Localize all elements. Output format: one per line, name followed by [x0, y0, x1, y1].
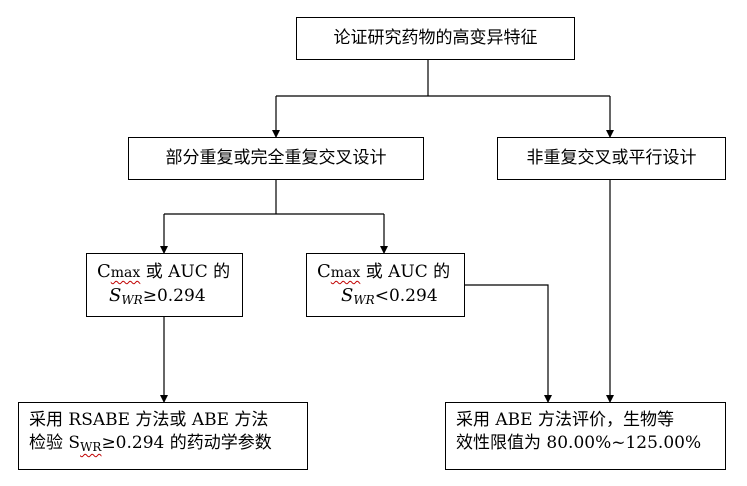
node-demonstrate-high-variability-label: 论证研究药物的高变异特征: [333, 28, 538, 49]
swr-lt-c: C: [317, 261, 331, 282]
swr-lt-max: max: [330, 265, 361, 281]
swr-lt-wr: WR: [353, 293, 375, 308]
swr-ge-c: C: [97, 261, 111, 282]
rsabe-line2-pre: 检验 S: [29, 432, 81, 453]
swr-lt-line2: SWR<0.294: [317, 284, 456, 308]
swr-ge-line1: Cmax 或 AUC 的: [97, 260, 234, 284]
swr-ge-wr: WR: [121, 293, 143, 308]
node-swr-ge-threshold: Cmax 或 AUC 的 SWR≥0.294: [86, 253, 243, 317]
swr-ge-cond: ≥0.294: [142, 286, 206, 307]
node-nonreplicate-or-parallel-design-label: 非重复交叉或平行设计: [526, 148, 697, 169]
abe-line1: 采用 ABE 方法评价，生物等: [456, 410, 674, 430]
swr-lt-s: S: [341, 285, 354, 307]
rsabe-line2: 检验 SWR≥0.294 的药动学参数: [29, 432, 299, 455]
swr-ge-line2: SWR≥0.294: [97, 284, 234, 308]
swr-ge-or-auc: 或 AUC 的: [140, 262, 231, 282]
node-nonreplicate-or-parallel-design: 非重复交叉或平行设计: [497, 137, 726, 180]
arrow-swr-lt-to-abe-box: [465, 284, 552, 403]
node-abe-method: 采用 ABE 方法评价，生物等 效性限值为 80.00%~125.00%: [445, 402, 726, 470]
swr-ge-s: S: [109, 285, 122, 307]
node-swr-lt-threshold: Cmax 或 AUC 的 SWR<0.294: [306, 253, 465, 317]
rsabe-line2-post: ≥0.294 的药动学参数: [101, 432, 272, 453]
swr-lt-cond: <0.294: [374, 286, 438, 307]
abe-line2: 效性限值为 80.00%~125.00%: [456, 432, 702, 453]
rsabe-line1: 采用 RSABE 方法或 ABE 方法: [29, 410, 269, 430]
node-demonstrate-high-variability: 论证研究药物的高变异特征: [296, 17, 575, 60]
rsabe-line2-sub: WR: [80, 439, 102, 454]
swr-lt-line1: Cmax 或 AUC 的: [317, 260, 456, 284]
swr-lt-or-auc: 或 AUC 的: [360, 262, 451, 282]
node-partial-or-full-replicate-design-label: 部分重复或完全重复交叉设计: [165, 148, 387, 169]
swr-ge-max: max: [110, 265, 141, 281]
node-partial-or-full-replicate-design: 部分重复或完全重复交叉设计: [128, 137, 424, 180]
node-rsabe-method: 采用 RSABE 方法或 ABE 方法 检验 SWR≥0.294 的药动学参数: [18, 402, 308, 470]
